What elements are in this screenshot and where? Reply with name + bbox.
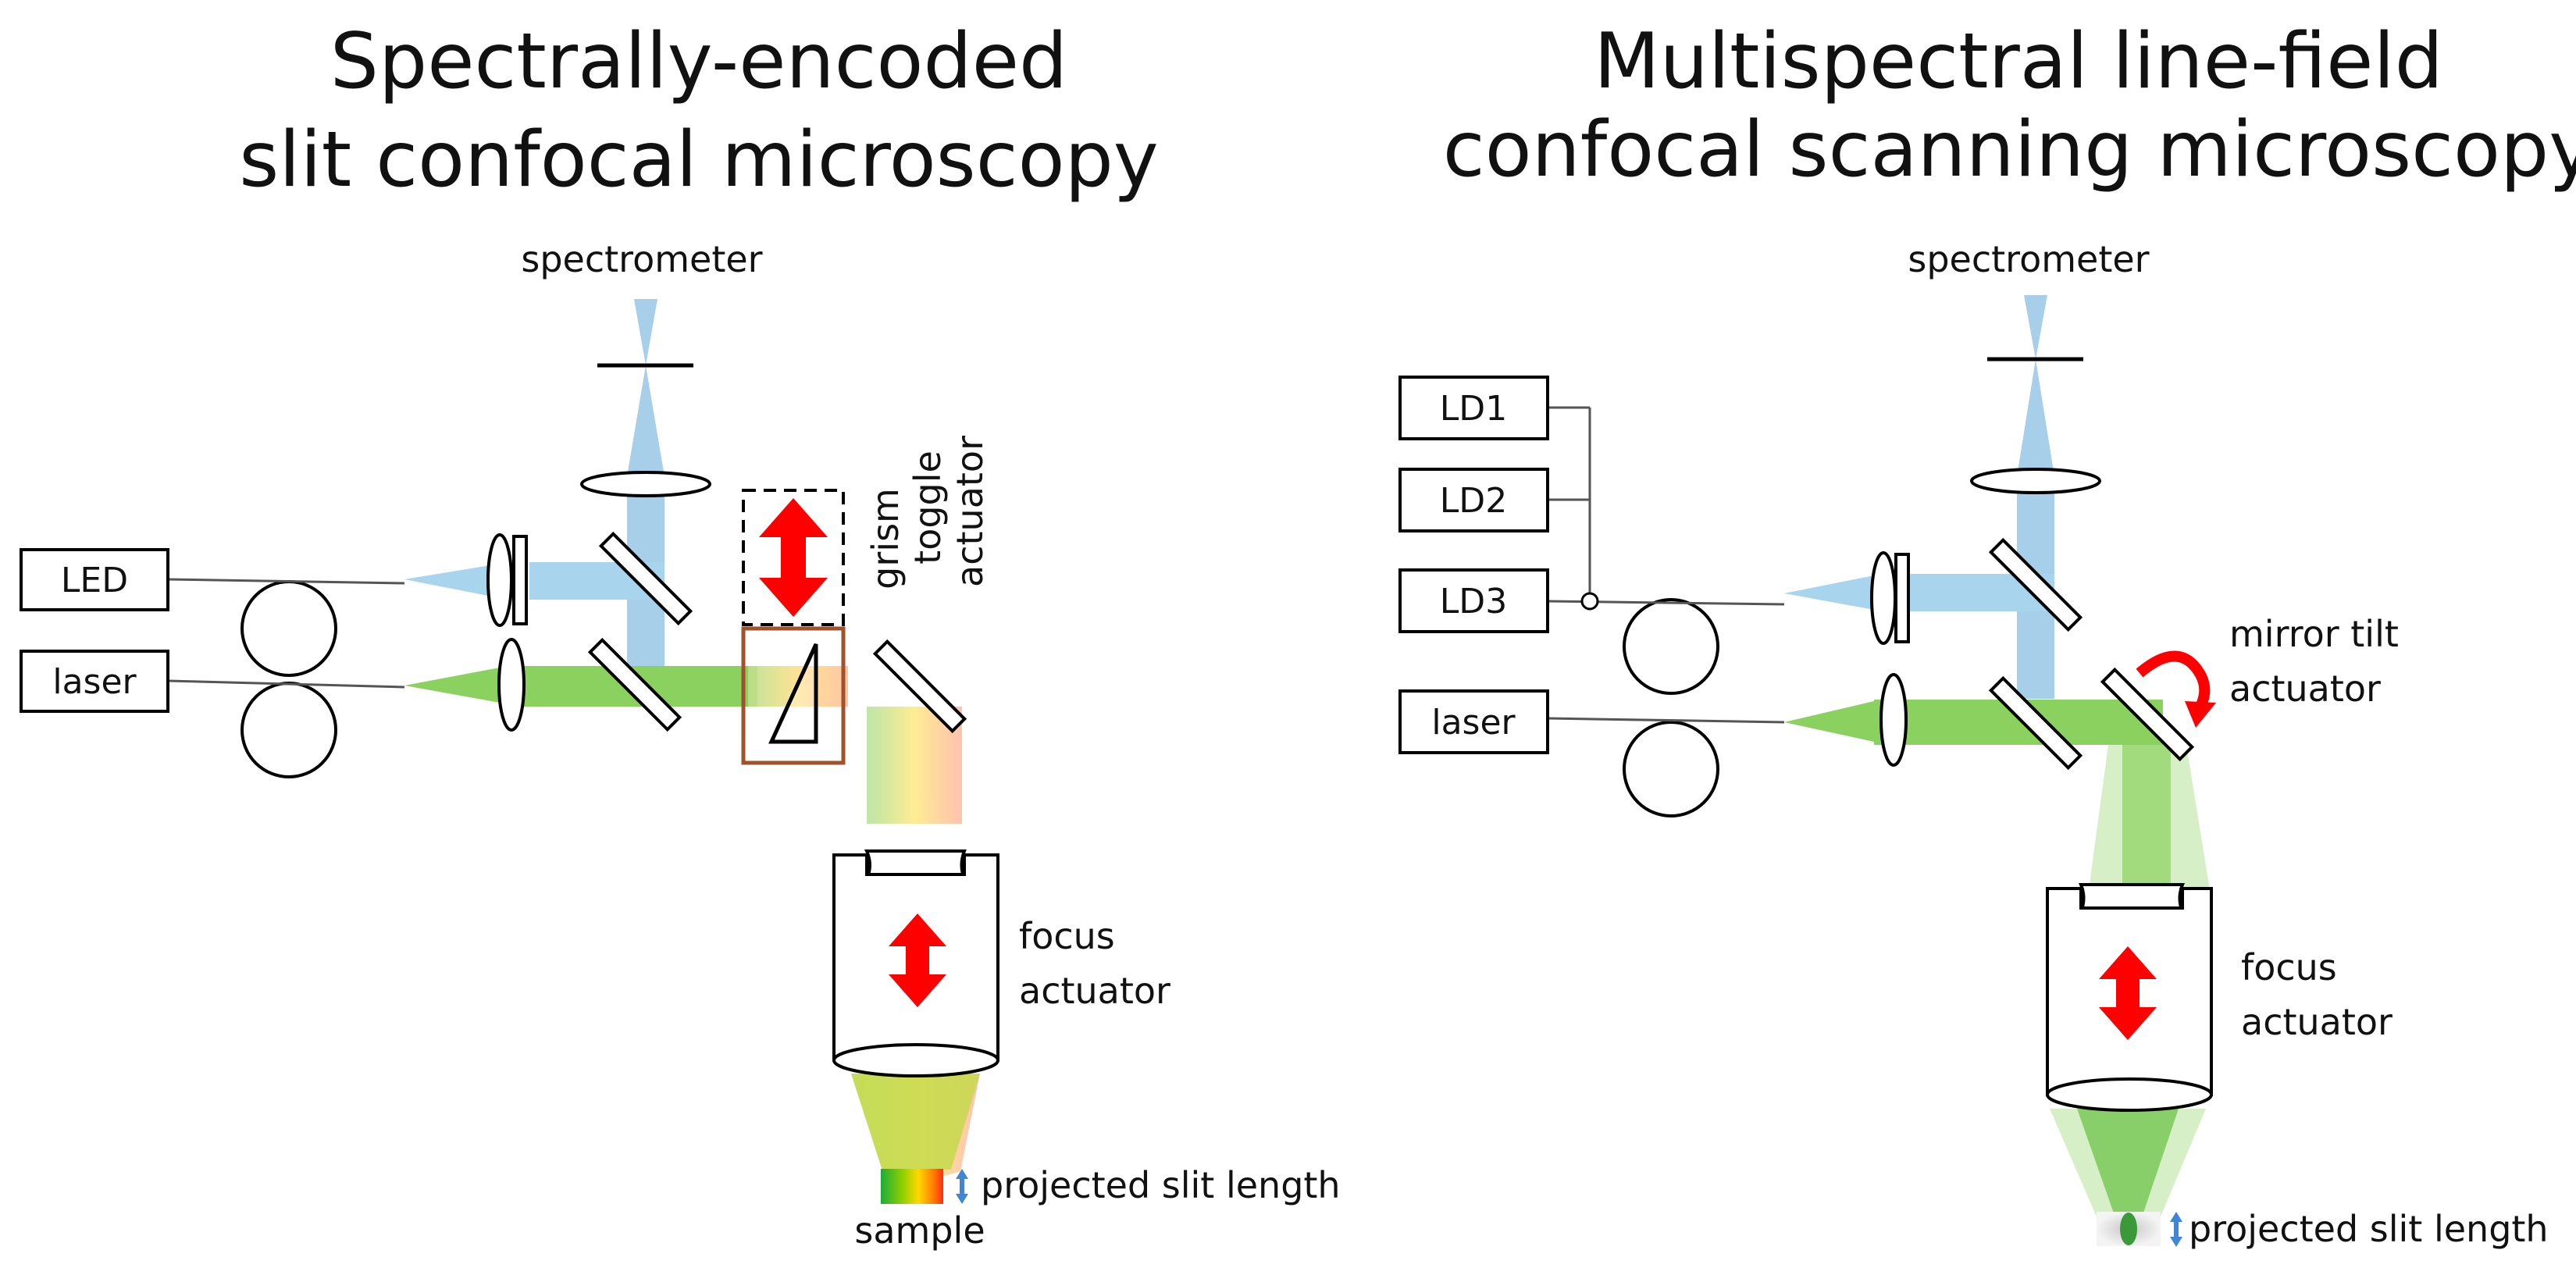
right-panel: Multispectral line-field confocal scanni… — [1398, 17, 2576, 1250]
left-grism-label-line1: grism — [864, 488, 907, 589]
left-grism-label-line2: toggle — [907, 451, 949, 564]
left-focus-actuator-arrow — [889, 914, 946, 1007]
right-ld2-box — [1398, 468, 1549, 532]
left-focus-label-line2: actuator — [1019, 970, 1170, 1012]
left-spectrometer-cone-upper — [634, 299, 657, 365]
right-mirror-label-line1: mirror tilt — [2229, 613, 2399, 655]
right-spectrometer-label: spectrometer — [1908, 238, 2149, 280]
right-spectrometer-cone-upper — [2024, 295, 2047, 359]
left-laser-fiber — [167, 679, 405, 689]
right-ld3-box — [1398, 568, 1549, 633]
left-dichroic-upper — [598, 531, 693, 626]
right-mirror-label-line2: actuator — [2229, 668, 2381, 710]
left-laser-label: laser — [52, 662, 137, 702]
right-focused-cone — [2077, 1109, 2179, 1224]
left-grism-label-group: grism toggle actuator — [864, 436, 991, 589]
left-grism-actuator-arrow — [759, 498, 828, 617]
right-ld2-label: LD2 — [1440, 481, 1507, 521]
left-laser-lens — [497, 638, 526, 732]
left-fold-mirror — [872, 639, 967, 734]
right-dichroic-upper — [1988, 537, 2083, 632]
right-spectrometer-cone-lower — [2017, 359, 2054, 476]
left-led-lens — [486, 533, 513, 627]
left-focus-label-line1: focus — [1019, 915, 1115, 957]
left-slit-length-label: projected slit length — [981, 1164, 1341, 1206]
left-title-line2: slit confocal microscopy — [239, 116, 1159, 205]
left-led-box — [20, 548, 169, 611]
left-spectrometer-cone-lower — [627, 365, 664, 476]
left-grism-label-line3: actuator — [949, 436, 991, 587]
left-fiber-coupler-upper — [240, 580, 337, 677]
right-objective-front-lens — [2046, 1077, 2213, 1112]
right-title-line1: Multispectral line-field — [1594, 17, 2443, 106]
left-dichroic-lower — [587, 637, 682, 732]
right-ld3-label: LD3 — [1440, 582, 1507, 621]
left-slit-length-arrow — [956, 1169, 968, 1204]
left-title-line1: Spectrally-encoded — [330, 17, 1067, 106]
right-mirror-tilt-arrowhead — [2185, 701, 2216, 728]
right-led-filter — [1894, 553, 1910, 643]
left-panel: Spectrally-encoded slit confocal microsc… — [20, 17, 1341, 1252]
right-focus-label-line2: actuator — [2241, 1001, 2393, 1043]
right-dichroic-lower — [1988, 675, 2083, 771]
right-scan-beam-vertical — [2122, 745, 2171, 890]
left-spectrometer-label: spectrometer — [521, 238, 762, 280]
right-slit-length-arrow — [2170, 1212, 2182, 1247]
left-led-beam-taper — [404, 564, 500, 598]
left-fiber-coupler-lower — [240, 682, 337, 778]
left-laser-box — [20, 650, 169, 713]
right-fiber-coupler-upper — [1623, 598, 1719, 695]
left-led-filter — [512, 535, 528, 625]
right-slit-length-label: projected slit length — [2189, 1208, 2549, 1250]
right-led-lens — [1870, 551, 1897, 645]
right-projected-line-spot — [2120, 1213, 2137, 1245]
left-detection-lens — [580, 471, 711, 497]
right-focus-actuator-arrow — [2099, 946, 2157, 1040]
left-grism-park-box — [742, 489, 845, 626]
right-laser-box — [1398, 689, 1549, 754]
right-detection-lens — [1970, 468, 2101, 494]
left-grism-prism — [768, 643, 818, 744]
left-laser-beam-taper — [404, 668, 500, 703]
right-fiber-coupler-lower — [1623, 721, 1719, 817]
right-mirror-tilt-arrow — [2136, 650, 2211, 714]
right-focus-label-line1: focus — [2241, 946, 2337, 988]
left-sample-spectrum-bar — [881, 1169, 943, 1204]
right-laser-lens — [1879, 673, 1908, 767]
right-laser-beam-taper — [1784, 701, 1874, 742]
left-objective-front-lens — [832, 1043, 999, 1077]
right-fiber-combiner-node — [1580, 592, 1599, 611]
left-focused-cone — [851, 1074, 980, 1170]
left-sample-label: sample — [854, 1209, 985, 1252]
left-led-fiber — [167, 578, 405, 585]
left-grism-box — [741, 626, 846, 765]
right-laser-fiber — [1547, 717, 1785, 724]
right-laser-label: laser — [1431, 703, 1516, 743]
right-led-beam-taper — [1784, 575, 1874, 610]
left-led-label: LED — [61, 561, 128, 600]
right-tilt-mirror — [2100, 667, 2195, 762]
right-ld1-label: LD1 — [1440, 389, 1507, 429]
right-ld1-box — [1398, 376, 1549, 440]
right-title-line2: confocal scanning microscopy — [1443, 105, 2576, 194]
